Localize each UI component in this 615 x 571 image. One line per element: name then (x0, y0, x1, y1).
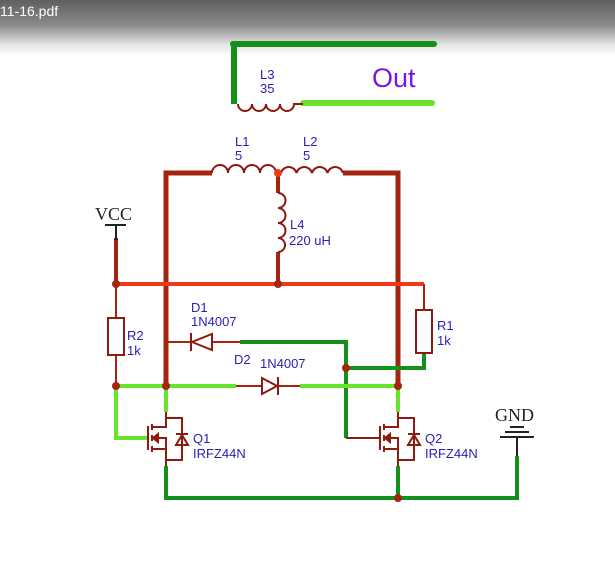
l2-value: 5 (303, 148, 310, 163)
junction-l4 (274, 280, 282, 288)
wire-r1-bottom (346, 353, 426, 370)
resistor-r2 (107, 317, 125, 356)
wire-primary-left (163, 170, 212, 386)
r1-name: R1 (437, 318, 454, 333)
l1-value: 5 (235, 148, 242, 163)
wire-primary-right (343, 170, 401, 386)
diode-d2 (261, 376, 280, 396)
wire-gate-left (114, 386, 148, 440)
junction-q1-drain (162, 382, 170, 390)
junction-r2 (112, 382, 120, 390)
d1-value: 1N4007 (191, 314, 237, 329)
diode-d1 (189, 332, 213, 352)
viewer-filename: 11-16.pdf (0, 3, 59, 19)
mosfet-q1 (147, 412, 190, 466)
d2-value: 1N4007 (260, 356, 306, 371)
r2-name: R2 (127, 328, 144, 343)
l3-name: L3 (260, 67, 274, 82)
junction-d1 (342, 364, 350, 372)
mosfet-q2 (346, 412, 422, 466)
inductor-l4 (277, 192, 287, 253)
inductor-l3 (237, 103, 303, 112)
ground-symbol (500, 426, 534, 456)
r2-value: 1k (127, 343, 141, 358)
d2-name: D2 (234, 352, 251, 367)
l3-value: 35 (260, 81, 274, 96)
r1-value: 1k (437, 333, 451, 348)
q2-name: Q2 (425, 431, 442, 446)
junction-q2-drain (394, 382, 402, 390)
vcc-symbol (105, 224, 126, 240)
wire-d1-green (240, 340, 348, 438)
l4-name: L4 (290, 217, 304, 232)
resistor-r1 (415, 309, 433, 354)
inductor-l1 (211, 164, 277, 174)
out-label: Out (372, 63, 416, 93)
junction-vcc (112, 280, 120, 288)
junction-ground (394, 494, 402, 502)
inductor-l2 (280, 166, 344, 174)
q1-name: Q1 (193, 431, 210, 446)
junction-center-tap (274, 169, 282, 177)
q1-value: IRFZ44N (193, 446, 246, 461)
l1-name: L1 (235, 134, 249, 149)
q2-value: IRFZ44N (425, 446, 478, 461)
l4-value: 220 uH (289, 233, 331, 248)
d1-name: D1 (191, 300, 208, 315)
gnd-label: GND (495, 405, 534, 425)
wire-ground (164, 456, 519, 500)
vcc-label: VCC (95, 204, 132, 224)
l2-name: L2 (303, 134, 317, 149)
